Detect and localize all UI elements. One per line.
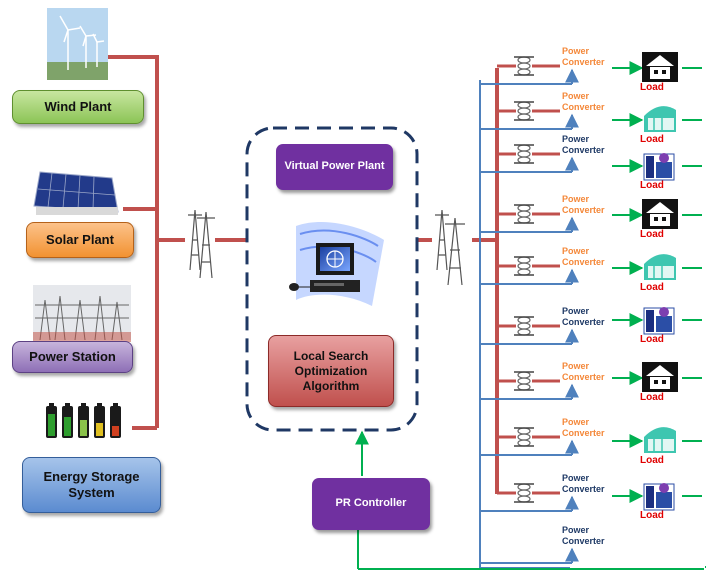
optimization-algorithm-box: Local Search Optimization Algorithm bbox=[268, 335, 394, 407]
transformer-icon bbox=[514, 56, 534, 76]
power-station-label: Power Station bbox=[29, 348, 116, 364]
transformer-icon bbox=[514, 204, 534, 224]
branch-9 bbox=[480, 483, 702, 512]
branch-4 bbox=[480, 199, 702, 233]
office-building-icon bbox=[644, 254, 676, 280]
branch-1 bbox=[480, 52, 702, 85]
power-converter-label: Power Converter bbox=[562, 473, 605, 495]
battery-icon bbox=[46, 403, 121, 438]
power-converter-label: Power Converter bbox=[562, 246, 605, 268]
branch-5 bbox=[480, 254, 702, 285]
factory-icon bbox=[643, 483, 675, 511]
office-building-icon bbox=[644, 106, 676, 132]
wind-plant-label: Wind Plant bbox=[44, 98, 112, 114]
factory-icon bbox=[643, 153, 675, 181]
transformer-icon bbox=[514, 371, 534, 391]
power-converter-label: Power Converter bbox=[562, 46, 605, 68]
distribution-bus bbox=[417, 68, 499, 494]
pr-controller-label: PR Controller bbox=[335, 497, 407, 510]
energy-storage-box: Energy Storage System bbox=[22, 457, 161, 513]
branch-8 bbox=[480, 427, 702, 456]
branch-7 bbox=[480, 362, 702, 400]
transformer-icon bbox=[514, 483, 534, 503]
power-converter-label: Power Converter bbox=[562, 306, 605, 328]
power-converter-label: Power Converter bbox=[562, 361, 605, 383]
branch-3 bbox=[480, 144, 702, 181]
energy-storage-label: Energy Storage System bbox=[43, 468, 140, 500]
transformer-icon bbox=[514, 316, 534, 336]
virtual-power-plant-label: Virtual Power Plant bbox=[284, 160, 385, 173]
optimization-algorithm-label: Local Search Optimization Algorithm bbox=[293, 348, 369, 393]
branch-2 bbox=[480, 101, 702, 132]
solar-panel-icon bbox=[33, 171, 119, 215]
computer-icon bbox=[289, 221, 384, 306]
house-icon bbox=[642, 362, 678, 392]
power-station-icon bbox=[33, 285, 131, 342]
house-icon bbox=[642, 52, 678, 82]
branch-6 bbox=[480, 307, 702, 345]
vpp-container bbox=[245, 126, 419, 432]
transmission-tower-icon bbox=[188, 209, 215, 279]
house-icon bbox=[642, 199, 678, 229]
wind-plant-box: Wind Plant bbox=[12, 90, 144, 124]
source-power-bus bbox=[108, 55, 247, 430]
power-converter-label: Power Converter bbox=[562, 525, 605, 547]
transmission-tower-icon bbox=[435, 209, 465, 286]
power-converter-label: Power Converter bbox=[562, 91, 605, 113]
load-label: Load bbox=[640, 392, 664, 403]
branch-lines bbox=[480, 52, 702, 564]
power-converter-label: Power Converter bbox=[562, 134, 605, 156]
load-label: Load bbox=[640, 82, 664, 93]
power-station-box: Power Station bbox=[12, 341, 133, 373]
load-label: Load bbox=[640, 282, 664, 293]
load-label: Load bbox=[640, 334, 664, 345]
office-building-icon bbox=[644, 427, 676, 453]
load-label: Load bbox=[640, 455, 664, 466]
solar-plant-box: Solar Plant bbox=[26, 222, 134, 258]
transformer-icon bbox=[514, 144, 534, 164]
transformer-icon bbox=[514, 256, 534, 276]
power-converter-label: Power Converter bbox=[562, 194, 605, 216]
power-converter-label: Power Converter bbox=[562, 417, 605, 439]
pr-controller-box: PR Controller bbox=[312, 478, 430, 530]
load-label: Load bbox=[640, 510, 664, 521]
branch-10 bbox=[480, 547, 579, 564]
load-label: Load bbox=[640, 229, 664, 240]
transformer-icon bbox=[514, 427, 534, 447]
load-label: Load bbox=[640, 134, 664, 145]
load-label: Load bbox=[640, 180, 664, 191]
factory-icon bbox=[643, 307, 675, 335]
transformer-icon bbox=[514, 101, 534, 121]
virtual-power-plant-box: Virtual Power Plant bbox=[276, 144, 393, 190]
solar-plant-label: Solar Plant bbox=[46, 231, 114, 247]
wind-turbine-icon bbox=[47, 8, 108, 80]
feedback-loop bbox=[355, 430, 706, 570]
